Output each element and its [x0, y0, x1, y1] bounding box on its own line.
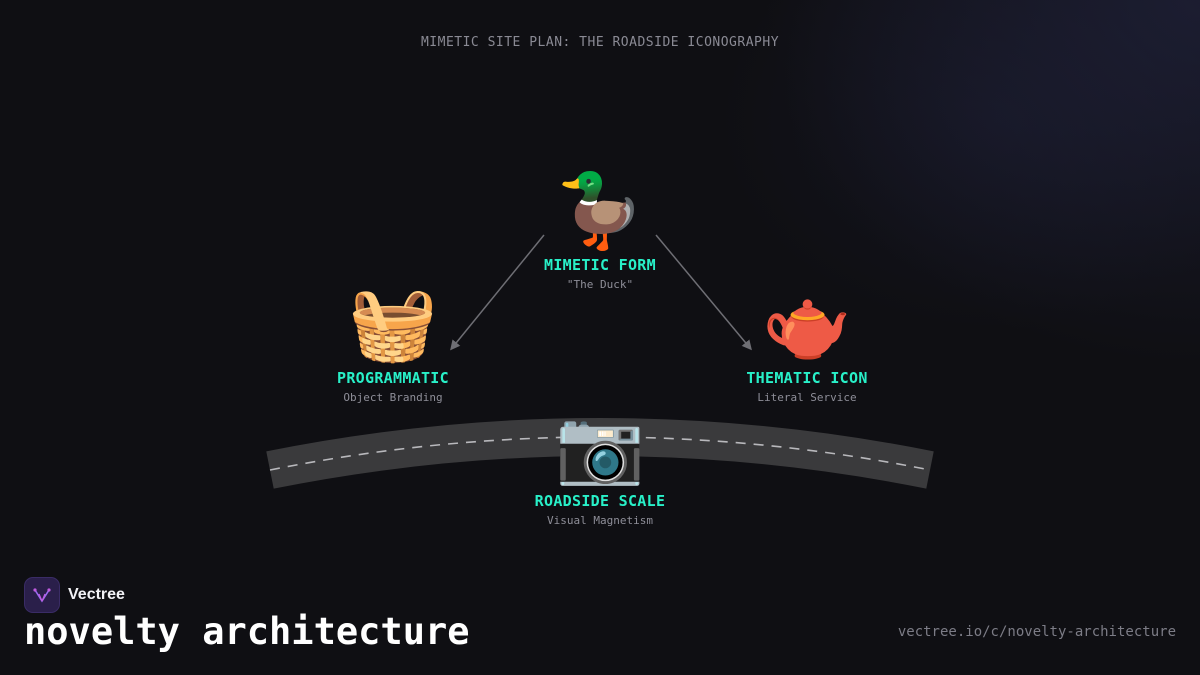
- basket-icon: 🧺: [348, 281, 438, 365]
- page-url[interactable]: vectree.io/c/novelty-architecture: [897, 624, 1176, 640]
- camera-icon: 📷: [555, 404, 645, 488]
- vectree-logo-icon: [24, 577, 60, 613]
- brand-name: Vectree: [68, 586, 125, 603]
- arrow-to-programmatic: [450, 234, 545, 351]
- brand[interactable]: Vectree: [24, 577, 125, 613]
- diagram-title: MIMETIC SITE PLAN: THE ROADSIDE ICONOGRA…: [420, 35, 780, 50]
- node-programmatic: 🧺 PROGRAMMATIC Object Branding: [273, 279, 513, 404]
- node-thematic-icon: 🫖 THEMATIC ICON Literal Service: [687, 279, 927, 404]
- page-headline: novelty architecture: [24, 610, 470, 653]
- road-centerline: [269, 436, 931, 471]
- arrow-to-thematic: [655, 234, 752, 351]
- node-label: MIMETIC FORM: [544, 256, 656, 274]
- node-sublabel: Visual Magnetism: [547, 514, 653, 527]
- teapot-icon: 🫖: [762, 281, 852, 365]
- node-label: PROGRAMMATIC: [337, 369, 449, 387]
- node-label: THEMATIC ICON: [746, 369, 868, 387]
- node-sublabel: "The Duck": [566, 278, 634, 291]
- node-roadside-scale: 📷 ROADSIDE SCALE Visual Magnetism: [480, 402, 720, 527]
- node-label: ROADSIDE SCALE: [534, 492, 666, 510]
- node-sublabel: Object Branding: [343, 391, 443, 404]
- node-mimetic-form: 🦆 MIMETIC FORM "The Duck": [480, 166, 720, 291]
- duck-icon: 🦆: [555, 168, 645, 252]
- node-sublabel: Literal Service: [757, 391, 857, 404]
